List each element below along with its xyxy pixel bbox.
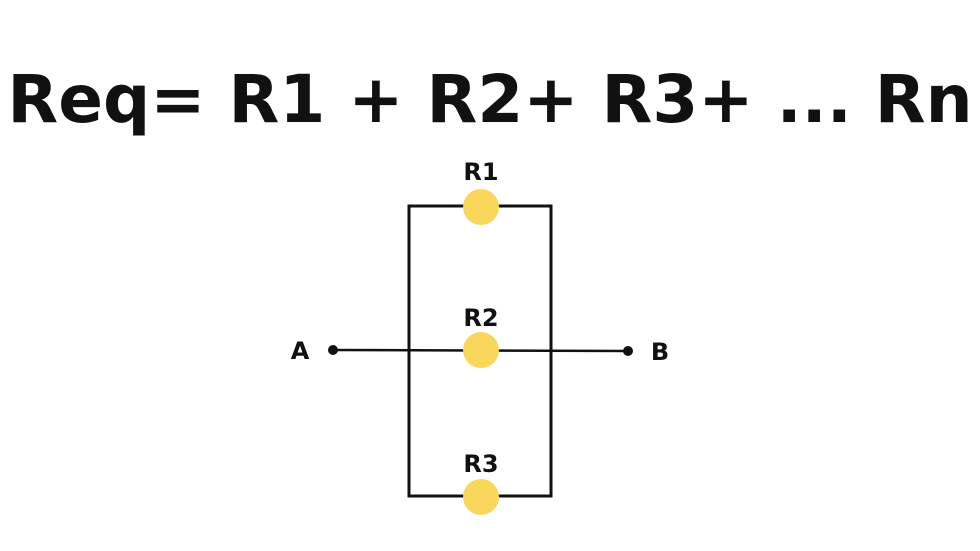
resistor-r2 <box>463 332 499 368</box>
resistor-r3-label: R3 <box>463 450 498 478</box>
resistor-r2-label: R2 <box>463 304 498 332</box>
node-b-label: B <box>651 338 669 366</box>
resistor-r1 <box>463 189 499 225</box>
equivalent-resistance-formula: Req= R1 + R2+ R3+ ... Rn <box>7 61 973 138</box>
resistor-r1-label: R1 <box>463 158 498 186</box>
node-b-terminal <box>623 346 633 356</box>
resistor-r3 <box>463 479 499 515</box>
node-a-terminal <box>328 345 338 355</box>
node-a-label: A <box>291 337 310 365</box>
